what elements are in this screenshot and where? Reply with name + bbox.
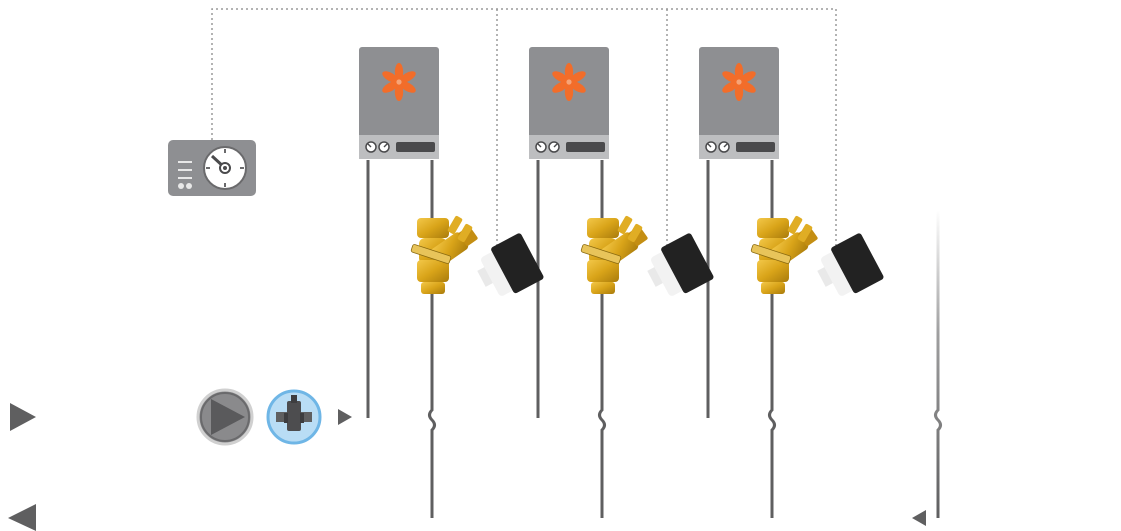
pump-icon: [196, 388, 254, 446]
flow-arrow-icon: [912, 510, 926, 526]
balancing-valve-icon: [580, 214, 716, 305]
return-header: [8, 504, 1121, 531]
arrow-right-icon: [10, 403, 36, 431]
fan-coil-unit-icon: [529, 47, 609, 159]
supply-header: [10, 403, 1121, 431]
fan-coil-unit-icon: [699, 47, 779, 159]
balancing-valve-icon: [750, 214, 886, 305]
continuation-pipes: [871, 210, 942, 518]
fan-coil-unit-icon: [359, 47, 439, 159]
arrow-left-icon: [8, 504, 36, 531]
branch-pipes: [366, 160, 776, 518]
flow-arrow-icon: [338, 409, 352, 425]
flow-sensor-icon: [266, 389, 322, 445]
balancing-valve-icon: [410, 214, 546, 305]
controller-dial-icon: [168, 140, 256, 196]
control-wiring: [211, 8, 837, 256]
